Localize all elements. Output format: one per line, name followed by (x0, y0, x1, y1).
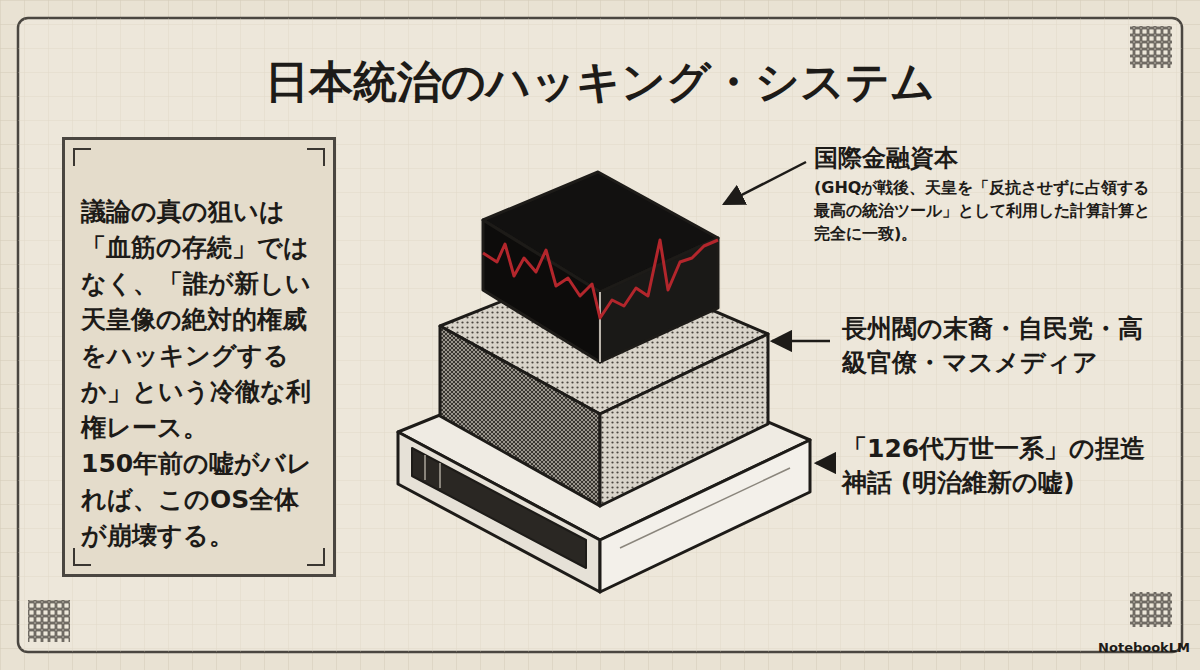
watermark: NotebookLM (1080, 640, 1190, 656)
corner-bracket (73, 148, 91, 166)
corner-bracket (307, 148, 325, 166)
layer-label: 「126代万世一系」の捏造神話 (明治維新の嘘) (842, 432, 1162, 500)
title: 日本統治のハッキング・システム (0, 52, 1200, 112)
layer-note: (GHQが戦後、天皇を「反抗させずに占領する最高の統治ツール」として利用した計算… (814, 176, 1159, 245)
panel-text: 150年前の嘘がバレれば、このOS全体が崩壊する。 (81, 446, 321, 554)
layer-label: 国際金融資本 (814, 142, 1154, 174)
corner-bracket (307, 548, 325, 566)
text-panel: 議論の真の狙いは「血筋の存続」ではなく、「誰が新しい天皇像の絶対的権威をハッキン… (62, 137, 336, 577)
layer-label: 長州閥の末裔・自民党・高級官僚・マスメディア (842, 312, 1162, 380)
panel-text: 議論の真の狙いは「血筋の存続」ではなく、「誰が新しい天皇像の絶対的権威をハッキン… (81, 194, 321, 446)
corner-bracket (73, 548, 91, 566)
